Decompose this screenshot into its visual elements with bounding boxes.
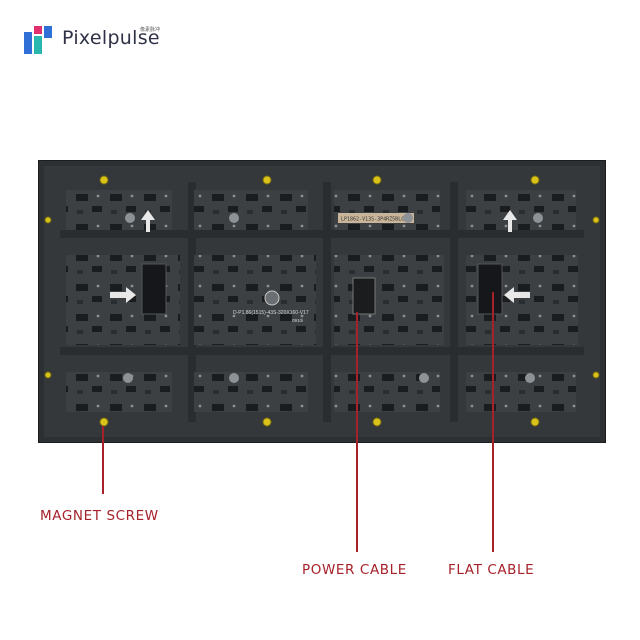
board-label: D-P1.86(1515)-43S-320X160-V17: [233, 310, 309, 316]
arrow-left-icon: [504, 287, 530, 303]
pixelpulse-logo-icon: [24, 26, 52, 54]
pcb-row-middle: D-P1.86(1515)-43S-320X160-V17 0910i: [66, 255, 578, 345]
brand-subtitle: 像素脉冲: [140, 27, 161, 33]
magnet-screw-label: MAGNET SCREW: [40, 508, 159, 524]
magnet-screw-leader: [102, 426, 104, 494]
arrow-right-icon: [110, 287, 136, 303]
pcb-row-top: LP1862-V13S-3P4RZ5BLCM: [66, 190, 576, 232]
power-cable-label: POWER CABLE: [302, 562, 407, 578]
arrow-up-icon: [141, 210, 155, 232]
brand-name: Pixelpulse: [62, 27, 160, 49]
flat-cable-label: FLAT CABLE: [448, 562, 535, 578]
arrow-up-icon: [503, 210, 517, 232]
led-module-panel: LP1862-V13S-3P4RZ5BLCM D-P1.86(1515)-43S…: [38, 160, 606, 443]
sticker-text: LP1862-V13S-3P4RZ5BLCM: [341, 217, 407, 223]
flat-cable-leader: [492, 292, 494, 552]
magnet-screws: [44, 175, 600, 427]
date-code: 0910i: [292, 318, 303, 323]
power-cable-leader: [356, 312, 358, 552]
